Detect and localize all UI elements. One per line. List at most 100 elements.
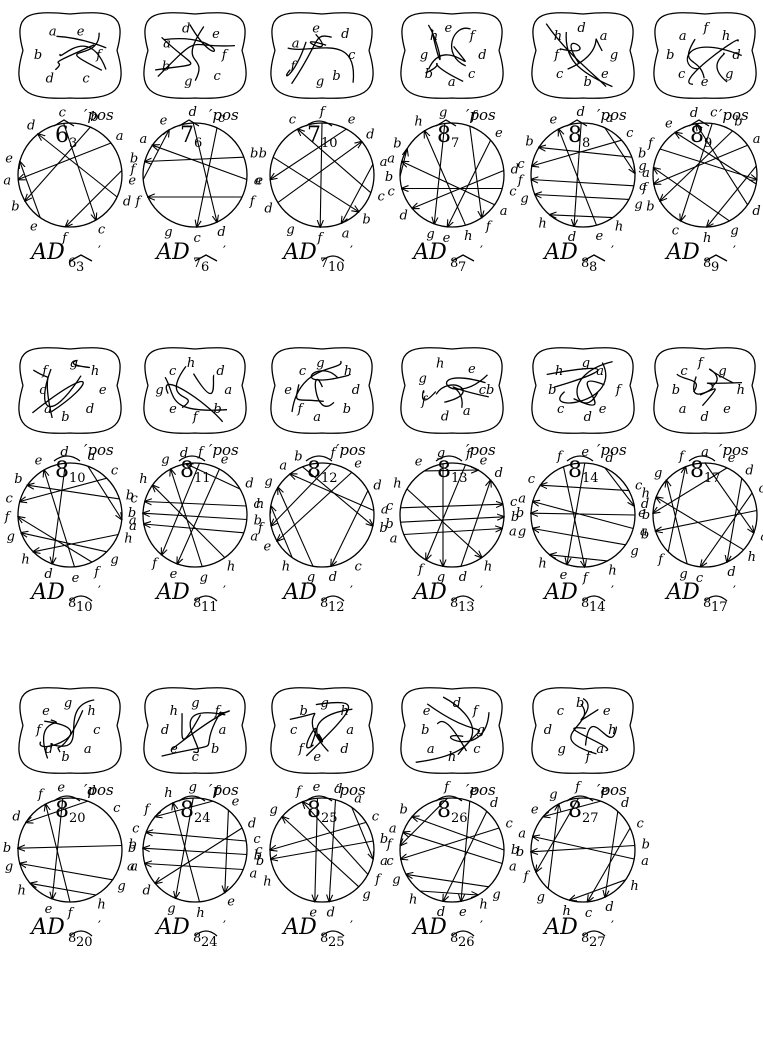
endpoint-label: c <box>5 492 13 507</box>
knot-diagram: fedcbhga814′pos <box>532 348 634 486</box>
caption-subscript: 27 <box>582 811 599 826</box>
crossing-label: b <box>343 402 351 417</box>
arrow-chord <box>352 807 373 859</box>
endpoint-label: d <box>459 570 467 585</box>
knot-diagram: dcabghef87′pos <box>401 13 503 151</box>
crossing-label: a <box>49 25 57 40</box>
crossing-label: c <box>557 704 565 719</box>
crossing-label: f <box>469 29 477 44</box>
knot-diagrams: fcdbae63′posfcgbade76′poscbgfaed710dcabg… <box>19 13 756 826</box>
endpoint-label: b <box>516 845 524 860</box>
crossing-label: f <box>420 395 428 410</box>
caption-subscript-index: 10 <box>328 260 345 275</box>
knot-strand <box>155 37 191 70</box>
endpoint-label: e <box>72 571 80 586</box>
crossing-label: g <box>316 356 324 371</box>
arrow-chord <box>401 828 499 859</box>
endpoint-label: c <box>372 810 380 825</box>
caption-prime: ′ <box>223 919 226 934</box>
arrow-chord <box>278 487 313 566</box>
crossing-label: g <box>582 356 590 371</box>
endpoint-label: d <box>373 478 381 493</box>
endpoint-label: a <box>606 111 614 126</box>
endpoint-label: h <box>227 560 235 575</box>
caption-subscript: 8 <box>582 136 590 151</box>
endpoint-label: g <box>7 530 15 545</box>
endpoint-label: a <box>354 791 362 806</box>
arrow-chord <box>21 533 107 552</box>
crossing-label: c <box>299 364 307 379</box>
endpoint-label: a <box>390 532 398 547</box>
endpoint-label: a <box>129 519 137 534</box>
ad-caption: AD <box>281 240 317 265</box>
knot-caption: 7 <box>180 123 194 148</box>
crossing-label: g <box>420 48 428 63</box>
arrow-chord <box>18 846 122 849</box>
arrow-chord <box>20 864 113 880</box>
endpoint-label: g <box>392 873 400 888</box>
endpoint-label: e <box>313 780 321 795</box>
crossing-label: c <box>680 364 688 379</box>
endpoint-label: g <box>654 466 662 481</box>
crossing-label: f <box>221 48 229 63</box>
crossing-label: f <box>35 723 43 738</box>
arrow-chord <box>193 123 217 222</box>
endpoint-label: g <box>270 803 278 818</box>
endpoint-label: a <box>140 132 148 147</box>
endpoint-label: g <box>286 223 294 238</box>
endpoint-label: b <box>90 110 98 125</box>
crossing-label: c <box>290 723 298 738</box>
ad-caption: AD <box>29 240 65 265</box>
crossing-label: a <box>463 404 471 419</box>
endpoint-label: b <box>130 152 138 167</box>
arrow-chord <box>404 529 502 535</box>
endpoint-label: f <box>295 785 303 800</box>
endpoint-label: a <box>518 492 526 507</box>
endpoint-label: d <box>690 106 698 121</box>
caption-prime: ′ <box>98 584 101 599</box>
endpoint-label: h <box>464 229 472 244</box>
arrow-chord <box>420 891 478 895</box>
endpoint-label: g <box>164 225 172 240</box>
crossing-label: h <box>737 383 745 398</box>
caption-subscript: 26 <box>451 811 468 826</box>
ad-caption: AD <box>154 240 190 265</box>
endpoint-label: f <box>93 565 101 580</box>
knot-caption: 6 <box>55 123 69 148</box>
crossing-label: d <box>577 21 585 36</box>
endpoint-label: e <box>5 152 13 167</box>
endpoint-label: a <box>130 859 138 874</box>
crossing-label: e <box>601 67 609 82</box>
endpoint-label: f <box>556 450 564 465</box>
crossing-label: f <box>472 704 480 719</box>
caption-subscript: 24 <box>194 811 211 826</box>
arrow-chord <box>331 491 368 567</box>
crossing-label: h <box>554 29 562 44</box>
endpoint-label: g <box>264 475 272 490</box>
endpoint-label: c <box>59 106 67 121</box>
arrow-chord <box>470 126 482 218</box>
arrow-diagram: gfedcbaehgdabcfhAD824′ <box>128 780 262 950</box>
endpoint-label: c <box>132 822 140 837</box>
knot-caption: 8 <box>180 458 194 483</box>
endpoint-label: f <box>319 105 327 120</box>
endpoint-label: a <box>389 822 397 837</box>
endpoint-label: e <box>221 452 229 467</box>
crossing-label: b <box>672 383 680 398</box>
endpoint-label: b <box>259 147 267 162</box>
caption-subscript: 10 <box>69 471 86 486</box>
crossing-label: a <box>292 36 300 51</box>
endpoint-label: c <box>636 816 644 831</box>
caption-subscript-index: 7 <box>458 260 466 275</box>
arrow-diagram: dacbafghedhgfcbeAD88′ <box>517 105 650 275</box>
crossing-label: c <box>93 723 101 738</box>
crossing-label: cb <box>479 383 495 398</box>
crossing-label: d <box>216 364 224 379</box>
endpoint-label: h <box>538 556 546 571</box>
crossing-label: g <box>558 742 566 757</box>
crossing-label: g <box>419 371 427 386</box>
arrow-diagram: edacbafgdehbcgfAD825′ <box>255 780 388 950</box>
caption-prime: ′ <box>350 244 353 259</box>
